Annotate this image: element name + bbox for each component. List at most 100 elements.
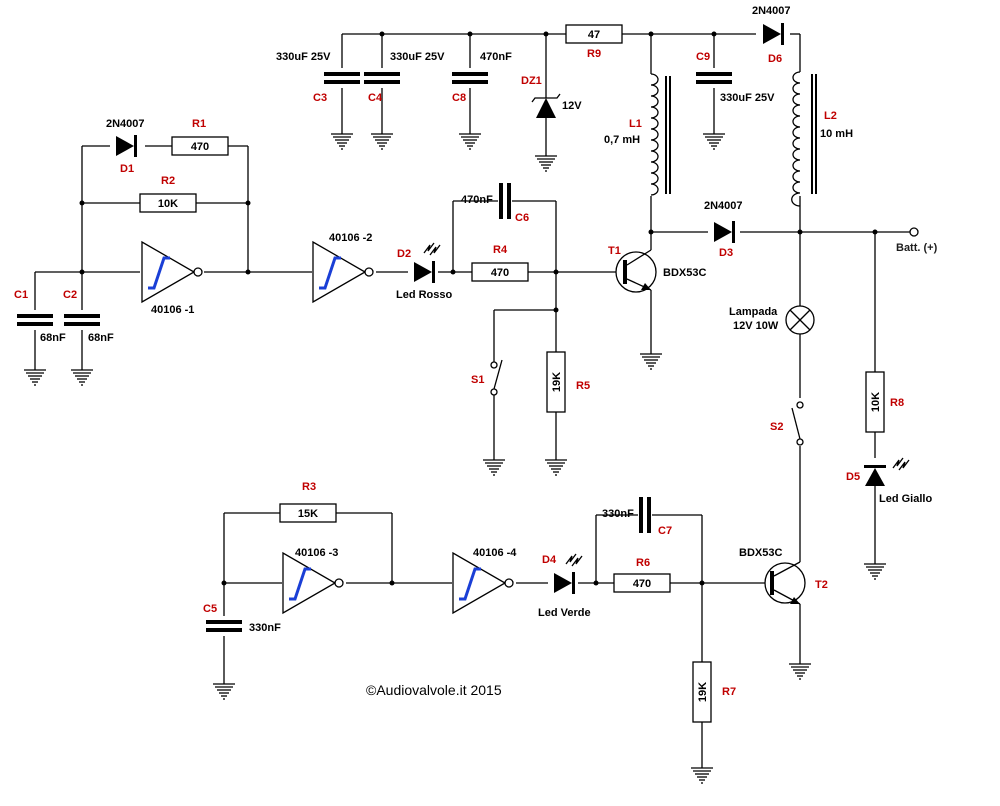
svg-text:330uF 25V: 330uF 25V [720,92,775,104]
svg-text:C2: C2 [63,289,77,301]
diode-d3: 2N4007 D3 [704,200,743,259]
schmitt-trigger-40106-3: 40106 -3 [281,547,345,615]
resistor-r3: 15K R3 [279,481,337,523]
svg-text:68nF: 68nF [88,332,114,344]
schmitt-trigger-40106-4: 40106 -4 [451,547,517,615]
svg-text:C3: C3 [313,92,327,104]
led-d5: D5 Led Giallo [846,457,932,505]
svg-text:R3: R3 [302,481,316,493]
svg-text:470: 470 [191,141,209,153]
svg-text:T1: T1 [608,245,621,257]
svg-text:47: 47 [588,29,600,41]
switch-s1: S1 [471,359,503,396]
capacitor-c4: 330uF 25V C4 [364,51,445,104]
svg-text:R6: R6 [636,557,650,569]
svg-text:2N4007: 2N4007 [752,5,791,17]
led-d2: D2 Led Rosso [396,242,453,301]
svg-text:D5: D5 [846,471,860,483]
switch-s2: S2 [770,401,804,446]
svg-text:S1: S1 [471,374,484,386]
svg-text:R9: R9 [587,48,601,60]
battery-label: Batt. (+) [896,242,938,254]
svg-text:C8: C8 [452,92,466,104]
svg-text:470nF: 470nF [461,194,493,206]
svg-text:470: 470 [491,267,509,279]
resistor-r2: 10K R2 [139,175,197,213]
junctions [79,31,878,586]
transistor-t2: BDX53C T2 [739,547,828,605]
resistor-r6: 470 R6 [613,557,671,593]
resistor-r4: 470 R4 [471,244,529,282]
svg-text:BDX53C: BDX53C [663,267,706,279]
capacitor-c7: 330nF C7 [602,497,672,537]
svg-text:D6: D6 [768,53,782,65]
svg-text:2N4007: 2N4007 [106,118,145,130]
svg-text:40106 -3: 40106 -3 [295,547,338,559]
diode-d6: 2N4007 D6 [752,5,791,65]
svg-text:L1: L1 [629,118,642,130]
svg-text:Led Verde: Led Verde [538,607,591,619]
resistor-r9: 47 R9 [565,24,623,60]
svg-text:12V 10W: 12V 10W [733,320,779,332]
led-d4: D4 Led Verde [538,553,591,619]
svg-text:15K: 15K [298,508,318,520]
resistor-r1: 470 R1 [171,118,229,156]
capacitor-c3: 330uF 25V C3 [276,51,360,104]
resistor-r5: 19K R5 [546,351,590,413]
svg-text:10 mH: 10 mH [820,128,853,140]
zener-dz1: DZ1 12V [521,75,582,118]
svg-text:12V: 12V [562,100,582,112]
svg-text:D1: D1 [120,163,134,175]
svg-text:19K: 19K [551,372,563,392]
svg-text:40106 -1: 40106 -1 [151,304,194,316]
copyright-text: ©Audiovalvole.it 2015 [366,682,502,698]
svg-text:R1: R1 [192,118,206,130]
capacitor-c8: 470nF C8 [452,51,512,104]
svg-text:R2: R2 [161,175,175,187]
svg-text:40106 -4: 40106 -4 [473,547,517,559]
resistor-r7: 19K R7 [692,661,736,723]
svg-text:10K: 10K [870,392,882,412]
svg-text:10K: 10K [158,198,178,210]
capacitor-c2: C2 68nF [63,289,114,344]
svg-text:R5: R5 [576,380,590,392]
inductor-l2: L2 10 mH [791,71,853,207]
svg-text:C9: C9 [696,51,710,63]
svg-text:68nF: 68nF [40,332,66,344]
svg-text:40106 -2: 40106 -2 [329,232,372,244]
svg-text:L2: L2 [824,110,837,122]
svg-text:19K: 19K [697,682,709,702]
schmitt-trigger-40106-1: 40106 -1 [140,240,204,316]
svg-text:C7: C7 [658,525,672,537]
capacitor-c9: C9 330uF 25V [696,51,775,104]
svg-text:Led Rosso: Led Rosso [396,289,453,301]
svg-text:DZ1: DZ1 [521,75,542,87]
svg-text:D4: D4 [542,554,557,566]
lamp: Lampada 12V 10W [729,305,815,335]
svg-text:470nF: 470nF [480,51,512,63]
schmitt-trigger-40106-2: 40106 -2 [311,232,375,304]
resistor-r8: 10K R8 [865,371,904,433]
svg-text:R4: R4 [493,244,508,256]
svg-text:D3: D3 [719,247,733,259]
svg-text:C4: C4 [368,92,383,104]
svg-text:330uF 25V: 330uF 25V [390,51,445,63]
svg-text:330nF: 330nF [602,508,634,520]
svg-text:470: 470 [633,578,651,590]
svg-text:C5: C5 [203,603,217,615]
capacitor-c5: C5 330nF [203,603,281,634]
svg-text:C6: C6 [515,212,529,224]
capacitor-c6: 470nF C6 [461,183,529,224]
svg-text:330uF 25V: 330uF 25V [276,51,331,63]
svg-text:T2: T2 [815,579,828,591]
wires [34,33,910,760]
transistor-t1: T1 BDX53C [608,245,706,293]
svg-text:330nF: 330nF [249,622,281,634]
capacitor-c1: C1 68nF [14,289,66,344]
battery-terminal [909,227,919,237]
svg-text:Lampada: Lampada [729,306,778,318]
svg-text:2N4007: 2N4007 [704,200,743,212]
svg-text:R7: R7 [722,686,736,698]
svg-text:S2: S2 [770,421,783,433]
